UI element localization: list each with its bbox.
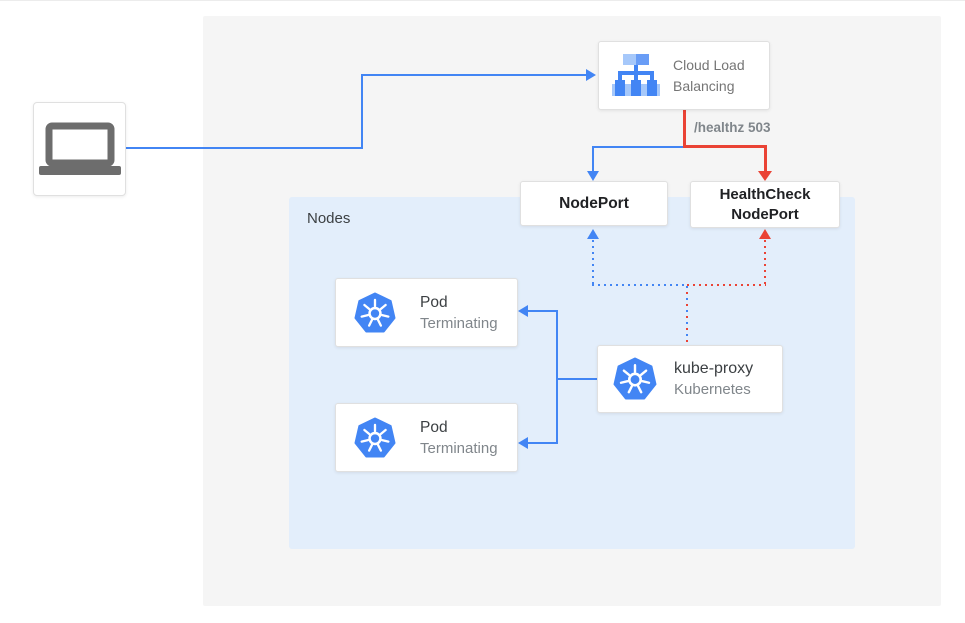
connector-kube-proxy-left xyxy=(557,378,597,380)
connector-blue-into-nodeport xyxy=(592,146,594,172)
connector-clb-down-red xyxy=(683,110,686,147)
dotted-mixed-vertical-kube-proxy xyxy=(686,286,688,345)
pod1-text: Pod Terminating xyxy=(420,292,498,334)
connector-laptop-vertical xyxy=(361,74,363,149)
arrowhead-into-pod1 xyxy=(518,305,528,317)
top-divider-line xyxy=(0,0,965,1)
connector-into-pod2 xyxy=(527,442,557,444)
arrowhead-dotted-up-nodeport xyxy=(587,229,599,239)
dotted-blue-horizontal xyxy=(592,284,687,286)
cloud-load-balancing-box: Cloud Load Balancing xyxy=(598,41,770,110)
nodes-label: Nodes xyxy=(307,210,351,227)
pod1-title: Pod xyxy=(420,293,448,311)
healthcheck-label-line2: NodePort xyxy=(731,205,799,223)
connector-red-into-healthcheck xyxy=(764,145,767,172)
healthcheck-nodeport-box: HealthCheck NodePort xyxy=(690,181,840,228)
pod2-title: Pod xyxy=(420,418,448,436)
healthcheck-label-line1: HealthCheck xyxy=(719,185,811,203)
kube-proxy-subtitle: Kubernetes xyxy=(674,381,751,398)
pod2-box: Pod Terminating xyxy=(335,403,518,472)
healthz-status-label: /healthz 503 xyxy=(694,120,771,135)
kubernetes-icon xyxy=(613,357,657,401)
kube-proxy-box: kube-proxy Kubernetes xyxy=(597,345,783,413)
clb-label-line1: Cloud Load xyxy=(673,56,745,73)
laptop-icon xyxy=(38,122,121,176)
pod2-text: Pod Terminating xyxy=(420,417,498,459)
client-laptop-box xyxy=(33,102,126,196)
cloud-load-balancing-label: Cloud Load Balancing xyxy=(673,55,745,97)
cloud-load-balancing-icon xyxy=(612,53,660,98)
nodeport-label: NodePort xyxy=(559,194,629,212)
clb-label-line2: Balancing xyxy=(673,77,735,94)
connector-pods-vertical xyxy=(556,310,558,444)
connector-into-pod1 xyxy=(527,310,557,312)
pod2-status: Terminating xyxy=(420,439,498,457)
connector-laptop-to-clb xyxy=(361,74,587,76)
arrowhead-into-nodeport xyxy=(587,171,599,181)
connector-blue-horizontal xyxy=(592,146,683,148)
dotted-red-vertical xyxy=(764,240,766,285)
nodeport-box: NodePort xyxy=(520,181,668,226)
dotted-blue-vertical xyxy=(592,240,594,285)
connector-red-horizontal xyxy=(683,145,767,148)
arrowhead-dotted-up-healthcheck xyxy=(759,229,771,239)
arrowhead-into-clb xyxy=(586,69,596,81)
dotted-red-horizontal xyxy=(687,284,766,286)
arrowhead-into-pod2 xyxy=(518,437,528,449)
kubernetes-icon xyxy=(354,417,396,459)
arrowhead-into-healthcheck xyxy=(758,171,772,181)
kube-proxy-text: kube-proxy Kubernetes xyxy=(674,358,753,400)
pod1-box: Pod Terminating xyxy=(335,278,518,347)
connector-laptop-horizontal xyxy=(126,147,363,149)
kube-proxy-title: kube-proxy xyxy=(674,360,754,377)
pod1-status: Terminating xyxy=(420,314,498,332)
kubernetes-icon xyxy=(354,292,396,334)
